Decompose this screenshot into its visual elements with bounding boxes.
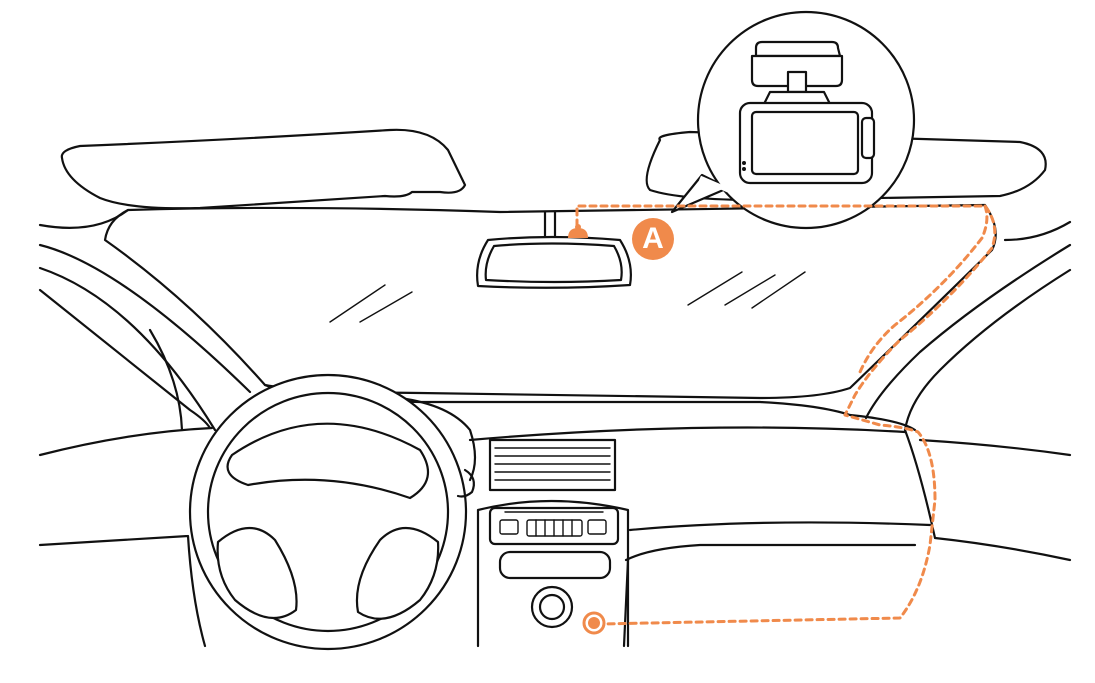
dash-camera-icon [738, 40, 876, 185]
glare-line [687, 271, 743, 306]
rearview-mirror-inner [484, 242, 623, 284]
glare-line [359, 291, 413, 323]
control-knob [530, 585, 574, 629]
mounted-dash-camera-tip [575, 224, 581, 230]
glare-line [329, 284, 386, 323]
windshield [103, 203, 997, 400]
glovebox-contour [622, 543, 917, 648]
left-a-pillar [38, 208, 252, 432]
right-door [903, 428, 1072, 562]
centre-console [476, 499, 630, 648]
mounted-dash-camera [568, 228, 588, 238]
left-sun-visor [60, 128, 467, 210]
left-pillar-inner [148, 328, 184, 432]
vent-slats [494, 447, 611, 481]
control-buttons [499, 511, 607, 537]
glare-line [724, 274, 776, 306]
power-socket-center [588, 617, 600, 629]
cable-route-parallel [858, 204, 989, 374]
steering-wheel-icon [188, 373, 477, 651]
centre-air-vent [488, 438, 617, 492]
marker-a [632, 218, 674, 260]
glare-line [751, 271, 806, 309]
marker-a-label: A [642, 222, 664, 255]
cable-route-icon [575, 204, 997, 626]
control-knob-inner [538, 593, 566, 621]
climate-display [498, 550, 612, 580]
left-door [38, 426, 214, 648]
dashboard-contour [468, 426, 932, 532]
right-a-pillar [864, 220, 1072, 432]
rearview-mirror [476, 235, 632, 289]
